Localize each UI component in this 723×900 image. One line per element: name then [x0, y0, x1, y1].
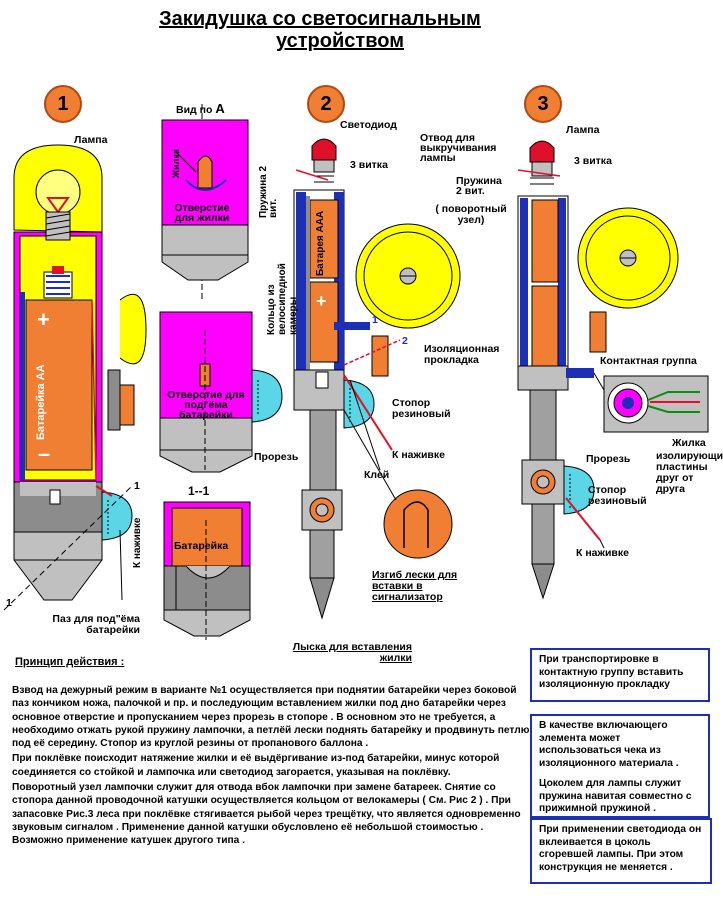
label-rotary-node: ( поворотный узел): [435, 203, 507, 226]
label-glue: Клей: [364, 469, 390, 481]
label-3-turns-2: 3 витка: [350, 159, 388, 171]
note-switching-text: В качестве включающего элемента может ис…: [539, 720, 679, 769]
label-contact-group: Контактная группа: [600, 355, 697, 367]
label-slot-1: Прорезь: [254, 451, 299, 463]
label-ring-inner-tube: Кольцо из велосипедной камеры: [266, 263, 299, 335]
figure-2-device: [293, 138, 461, 620]
label-plus-2: +: [316, 291, 327, 311]
label-position-2: 2: [402, 335, 408, 347]
label-spring-3: Пружина 2 вит.: [456, 175, 502, 197]
note-led-text: При применении светодиода он вклеивается…: [539, 824, 702, 873]
label-paz: Паз для под"ёма батарейки: [52, 613, 140, 636]
label-led: Светодиод: [340, 119, 397, 131]
title-line-1: Закидушка со светосигнальным: [159, 8, 481, 30]
principle-of-operation: Принцип действия : Взвод на дежурный реж…: [12, 656, 534, 848]
note-transport: При транспортировке в контактную группу …: [530, 648, 710, 702]
section-marker-1b: 1: [6, 597, 12, 609]
label-offset-for-unscrew: Отвод для выкручивания лампы: [420, 132, 497, 164]
label-lamp-3: Лампа: [566, 124, 600, 136]
label-plus-1: +: [37, 307, 50, 332]
label-hole-for-battery: Отверстие для под"ёма батарейки: [167, 389, 245, 421]
label-zhilka-3: Жилка: [672, 437, 706, 449]
figure-3-device: [517, 140, 709, 600]
label-bent-line: Изгиб лески для вставки в сигнализатор: [372, 569, 458, 603]
label-to-bait-1: К наживке: [132, 517, 143, 568]
label-insulating-plates: изолирующие пластины друг от друга: [656, 450, 723, 495]
label-view-a: Вид по А: [176, 101, 225, 116]
section-marker-1a: 1: [134, 480, 140, 492]
view-a-top: [161, 104, 249, 300]
label-to-bait-2: К наживке: [392, 449, 445, 461]
principle-heading: Принцип действия :: [15, 656, 125, 668]
principle-paragraph-1: Взвод на дежурный режим в варианте №1 ос…: [12, 685, 530, 750]
label-battery-aa: Батарейка АА: [35, 364, 47, 440]
label-position-1: 1: [372, 314, 378, 326]
figure-number-3: 3: [524, 85, 562, 123]
label-rubber-stopper-3: Стопор резиновый: [588, 484, 647, 507]
label-battery-aaa: Батарея ААА: [315, 210, 326, 276]
label-battery-section: Батарейка: [174, 540, 229, 552]
label-slot-3: Прорезь: [586, 453, 631, 465]
label-insulating-pad: Изоляционная прокладка: [424, 343, 500, 366]
label-minus-1: –: [38, 441, 51, 466]
label-3-turns-3: 3 витка: [574, 155, 612, 167]
figure-1-device: [3, 144, 147, 611]
label-to-bait-3: К наживке: [576, 547, 629, 559]
note-led: При применении светодиода он вклеивается…: [530, 818, 712, 884]
view-a-middle: [159, 311, 283, 473]
note-transport-text: При транспортировке в контактную группу …: [539, 654, 684, 690]
label-hole-for-line: Отверстие для жилки: [174, 202, 230, 224]
label-section-1-1: 1--1: [188, 484, 210, 498]
note-lamp-base-text: Цоколем для лампы служит пружина навитая…: [539, 778, 692, 814]
label-spring-2: Пружина 2 вит.: [258, 165, 279, 218]
label-lyska: Лыска для вставления жилки: [292, 641, 412, 664]
principle-paragraph-3: Поворотный узел лампочки служит для отво…: [12, 782, 521, 847]
label-rubber-stopper-2: Стопор резиновый: [392, 397, 451, 420]
section-1-1: [163, 501, 251, 640]
figure-number-1: 1: [44, 85, 82, 123]
label-zhilka-view: Жилка: [171, 149, 181, 178]
figure-number-2: 2: [307, 85, 345, 123]
note-switching-element: В качестве включающего элемента может ис…: [530, 714, 710, 818]
principle-paragraph-2: При поклёвке поисходит натяжение жилки и…: [12, 753, 500, 778]
title-line-2: устройством: [276, 30, 404, 52]
label-lamp-1: Лампа: [74, 134, 108, 146]
